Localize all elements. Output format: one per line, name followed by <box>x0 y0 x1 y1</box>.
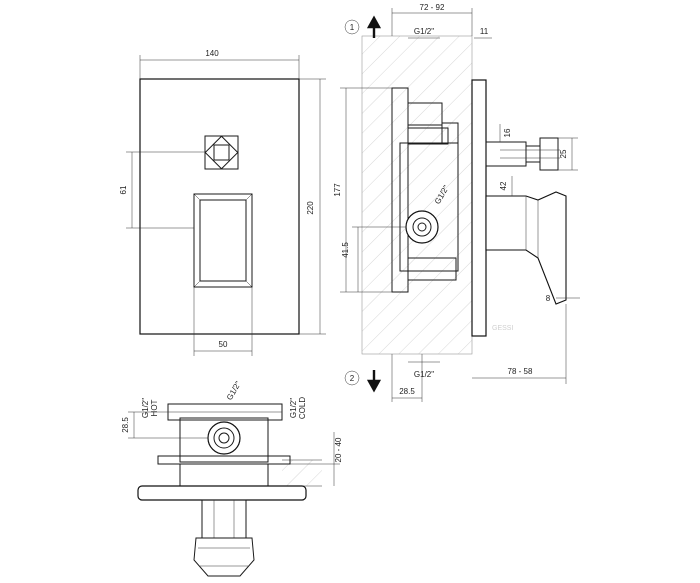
plate-thickness-label: 11 <box>480 27 489 36</box>
bottom-view: G1/2" G1/2" HOT G1/2" COLD 28.5 20 - 40 <box>121 380 343 577</box>
front-view: 140 220 61 50 <box>119 49 326 356</box>
arrow-down-icon <box>366 370 382 393</box>
arrow-up-index: 1 <box>350 23 355 32</box>
hot-offset-label: 28.5 <box>121 417 130 433</box>
bottom-box <box>179 417 269 463</box>
bottom-lever <box>193 499 255 577</box>
mounting-box: G1/2" <box>391 87 459 293</box>
side-view: 1 2 72 - 92 G1/2" 11 G1/2" <box>333 3 580 402</box>
front-width-label: 140 <box>205 49 219 58</box>
front-height-label: 220 <box>306 201 315 215</box>
hot-thread-label: G1/2" <box>141 398 150 418</box>
center-thread-label: G1/2" <box>225 380 243 402</box>
inlet-height-label: 41.5 <box>341 242 350 258</box>
bottom-cover-plate <box>137 485 307 501</box>
cold-label: COLD <box>298 397 307 419</box>
cover-plate <box>471 79 487 337</box>
plate-gap-label: 8 <box>546 294 551 303</box>
bottom-offset-label: 28.5 <box>399 387 415 396</box>
outlet-thread-top-label: G1/2" <box>414 27 434 36</box>
cartridge-diameter-label: 42 <box>499 181 508 190</box>
watermark: GESSI <box>492 325 513 332</box>
side-lever <box>485 191 567 305</box>
bottom-center-connector <box>207 421 241 455</box>
arrow-up-icon <box>366 15 382 38</box>
front-knob <box>204 135 239 170</box>
bottom-wall-depth-label: 20 - 40 <box>334 437 343 462</box>
cold-thread-label: G1/2" <box>289 398 298 418</box>
front-lever-width-label: 50 <box>219 340 228 349</box>
side-knob <box>485 137 560 171</box>
front-handle-offset-label: 61 <box>119 185 128 194</box>
spout-diameter-label: 25 <box>559 149 568 158</box>
front-plate <box>139 78 300 335</box>
handle-length-label: 78 - 58 <box>508 367 533 376</box>
outlet-thread-bottom-label: G1/2" <box>414 370 434 379</box>
wall-section <box>361 35 473 355</box>
hot-label: HOT <box>150 399 159 416</box>
spout-offset-label: 16 <box>503 128 512 137</box>
front-lever <box>193 193 253 288</box>
wall-depth-label: 72 - 92 <box>420 3 445 12</box>
arrow-down-index: 2 <box>350 374 355 383</box>
inlet-connector <box>405 210 439 244</box>
body-height-label: 177 <box>333 183 342 197</box>
